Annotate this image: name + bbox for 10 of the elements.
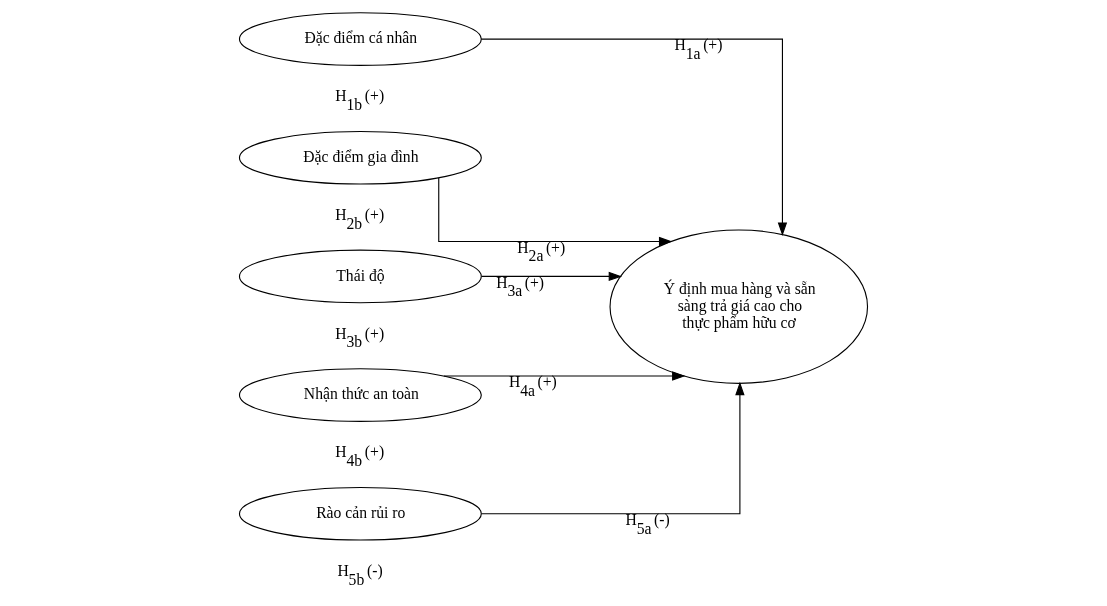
node-ellipse: Nhận thức an toàn [238, 368, 482, 422]
arrow [480, 381, 745, 515]
node-ellipse: Đặc điểm gia đình [238, 130, 482, 185]
arrow [481, 271, 623, 282]
node-ellipse: Rào cản rủi ro [238, 486, 482, 541]
arrow [438, 177, 673, 247]
arrow [443, 371, 686, 381]
node-ellipse: Thái độ [238, 249, 482, 304]
node-ellipse: Đặc điểm cá nhân [238, 12, 482, 66]
arrow [480, 38, 788, 236]
